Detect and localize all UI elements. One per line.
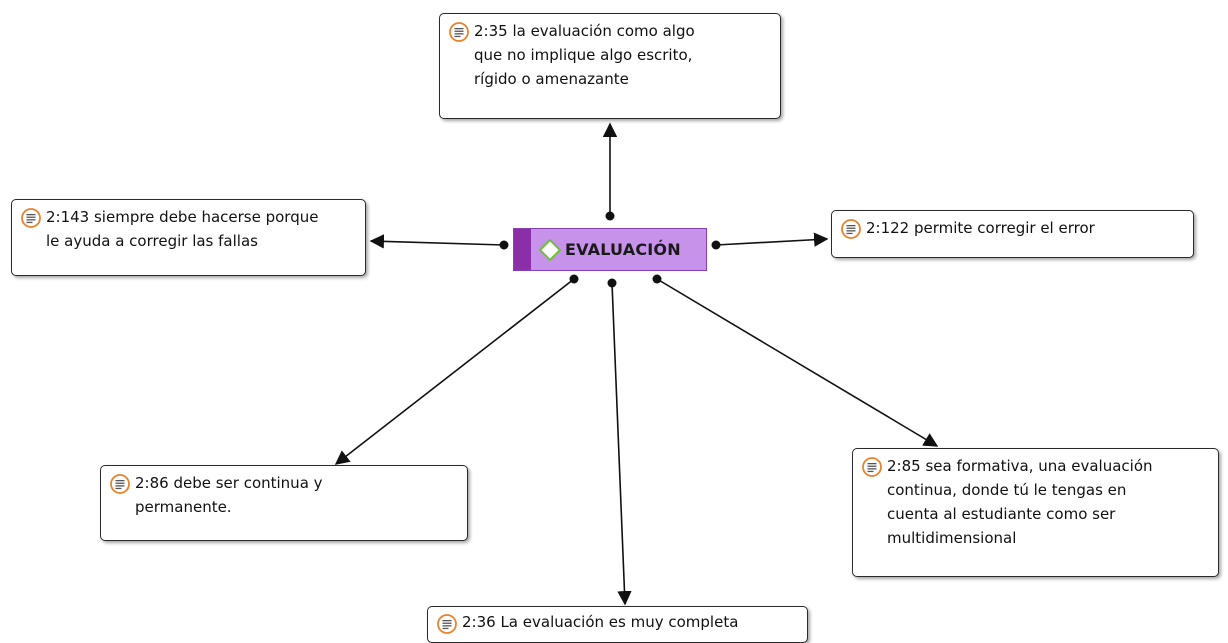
code-diamond-icon (539, 238, 561, 261)
quote-node-2-86[interactable]: 2:86 debe ser continua y permanente. (100, 465, 468, 541)
code-color-stripe (514, 229, 531, 270)
quote-icon (841, 219, 861, 239)
link-to-quote-2-36[interactable] (607, 278, 632, 606)
quote-icon (21, 208, 41, 228)
quote-node-2-85[interactable]: 2:85 sea formativa, una evaluación conti… (852, 448, 1219, 577)
quote-icon (449, 22, 469, 42)
quote-text: 2:36 La evaluación es muy completa (462, 613, 739, 631)
quote-node-2-143[interactable]: 2:143 siempre debe hacerse porque le ayu… (11, 199, 366, 276)
link-to-quote-2-143[interactable] (369, 234, 509, 250)
link-to-quote-2-35[interactable] (602, 122, 618, 221)
quote-text: 2:143 siempre debe hacerse porque le ayu… (46, 208, 319, 250)
quote-text: 2:35 la evaluación como algo que no impl… (474, 22, 695, 88)
quote-text: 2:122 permite corregir el error (866, 219, 1095, 237)
quote-node-2-35[interactable]: 2:35 la evaluación como algo que no impl… (439, 13, 781, 119)
link-to-quote-2-85[interactable] (652, 274, 939, 447)
quote-text: 2:85 sea formativa, una evaluación conti… (887, 457, 1153, 547)
quote-text: 2:86 debe ser continua y permanente. (135, 474, 323, 516)
code-node-label: EVALUACIÓN (565, 240, 681, 259)
quote-icon (862, 457, 882, 477)
quote-icon (110, 474, 130, 494)
quote-node-2-122[interactable]: 2:122 permite corregir el error (831, 210, 1194, 258)
quote-icon (437, 614, 457, 634)
quote-node-2-36[interactable]: 2:36 La evaluación es muy completa (427, 606, 808, 643)
link-to-quote-2-86[interactable] (334, 274, 579, 465)
link-to-quote-2-122[interactable] (711, 232, 829, 250)
code-node-evaluacion[interactable]: EVALUACIÓN (513, 228, 707, 271)
